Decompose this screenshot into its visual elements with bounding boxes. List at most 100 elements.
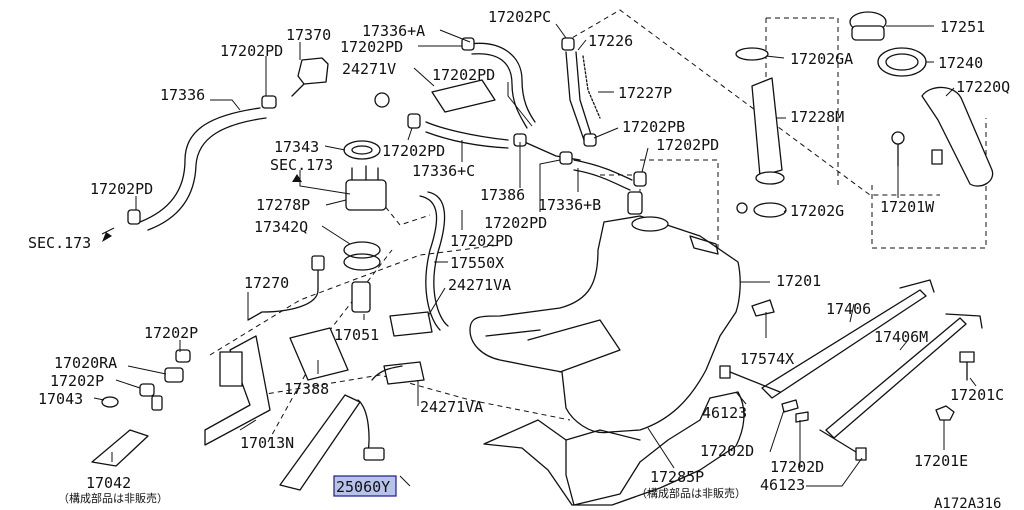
label-17201E[interactable]: 17201E — [914, 452, 968, 470]
cover-24271V — [431, 79, 496, 113]
note-not-sold-separately: （構成部品は非販売） — [636, 486, 746, 500]
label-17202G[interactable]: 17202G — [790, 202, 844, 220]
label-17227P[interactable]: 17227P — [618, 84, 672, 102]
seal-17240 — [877, 47, 927, 77]
label-17202GA[interactable]: 17202GA — [790, 50, 853, 68]
label-17336A[interactable]: 17336+A — [362, 22, 425, 40]
label-46123[interactable]: 46123 — [702, 404, 747, 422]
drawing-code: A172A316 — [934, 496, 1001, 510]
hose-17227P — [582, 55, 601, 119]
label-17228M[interactable]: 17228M — [790, 108, 844, 126]
leader-lines — [93, 23, 977, 487]
label-17202PD[interactable]: 17202PD — [450, 232, 513, 250]
label-17202PD[interactable]: 17202PD — [220, 42, 283, 60]
label-17226[interactable]: 17226 — [588, 32, 633, 50]
label-17202PD[interactable]: 17202PD — [656, 136, 719, 154]
lock-ring-17343 — [343, 140, 381, 160]
label-17202D[interactable]: 17202D — [770, 458, 824, 476]
label-17574X[interactable]: 17574X — [740, 350, 794, 368]
label-17336C[interactable]: 17336+C — [412, 162, 475, 180]
label-17388[interactable]: 17388 — [284, 380, 329, 398]
label-17201C[interactable]: 17201C — [950, 386, 1004, 404]
bolt-17201W — [891, 131, 905, 145]
label-sec173[interactable]: SEC.173 — [270, 156, 333, 174]
note-not-sold-separately: （構成部品は非販売） — [58, 491, 168, 505]
bolt-17201C — [959, 351, 975, 363]
label-17202D[interactable]: 17202D — [700, 442, 754, 460]
nut-17201E — [935, 405, 955, 421]
label-17285P[interactable]: 17285P — [650, 468, 704, 486]
pump-17051 — [351, 281, 371, 313]
clip-17202D-b — [795, 411, 809, 423]
label-17202PB[interactable]: 17202PB — [622, 118, 685, 136]
label-17202P[interactable]: 17202P — [50, 372, 104, 390]
label-24271VA[interactable]: 24271VA — [420, 398, 483, 416]
clamp-17202PD-b — [127, 209, 141, 225]
label-17220Q[interactable]: 17220Q — [956, 78, 1010, 96]
label-17278P[interactable]: 17278P — [256, 196, 310, 214]
label-25060Y[interactable]: 25060Y — [336, 478, 390, 496]
label-17240[interactable]: 17240 — [938, 54, 983, 72]
label-17013N[interactable]: 17013N — [240, 434, 294, 452]
clamp-17202PD-a — [261, 95, 277, 109]
hose-17336A — [469, 42, 536, 123]
packing-17342Q — [343, 241, 381, 259]
label-17386[interactable]: 17386 — [480, 186, 525, 204]
label-17202PC[interactable]: 17202PC — [488, 8, 551, 26]
label-24271V[interactable]: 24271V — [342, 60, 396, 78]
bracket-17013N — [204, 335, 271, 446]
arrow-icon — [292, 174, 302, 182]
parts-artwork — [91, 11, 994, 506]
fuel-tank-17201 — [469, 215, 741, 434]
label-24271VA[interactable]: 24271VA — [448, 276, 511, 294]
pump-module-17278P — [345, 179, 387, 211]
arrow-icon — [102, 232, 112, 242]
filler-neck-17220Q — [921, 86, 994, 187]
label-17336[interactable]: 17336 — [160, 86, 205, 104]
plate-17388 — [289, 327, 349, 381]
tube-17020RA — [164, 367, 184, 383]
bolt-46123-b — [855, 447, 867, 461]
filter-17042 — [91, 429, 149, 467]
label-46123[interactable]: 46123 — [760, 476, 805, 494]
label-17251[interactable]: 17251 — [940, 18, 985, 36]
label-17336B[interactable]: 17336+B — [538, 196, 601, 214]
clip-17202D-a — [781, 399, 799, 413]
label-17201W[interactable]: 17201W — [880, 198, 935, 216]
bolt-46123-a — [719, 365, 731, 379]
label-17020RA[interactable]: 17020RA — [54, 354, 117, 372]
hose-17336B — [573, 159, 633, 181]
label-17202P[interactable]: 17202P — [144, 324, 198, 342]
hose-17336C — [425, 121, 509, 141]
filler-pipe-17228M — [751, 77, 783, 177]
strap-17406M — [825, 317, 967, 439]
clamp-17202GA — [735, 47, 769, 61]
label-17342Q[interactable]: 17342Q — [254, 218, 308, 236]
label-17406M[interactable]: 17406M — [874, 328, 928, 346]
label-17202PD[interactable]: 17202PD — [432, 66, 495, 84]
label-17406[interactable]: 17406 — [826, 300, 871, 318]
label-sec173[interactable]: SEC.173 — [28, 234, 91, 252]
label-17051[interactable]: 17051 — [334, 326, 379, 344]
tube-17550X — [419, 195, 441, 331]
label-17202PD[interactable]: 17202PD — [382, 142, 445, 160]
grommet — [374, 92, 390, 108]
bracket-17574X — [751, 299, 775, 317]
label-17201[interactable]: 17201 — [776, 272, 821, 290]
label-17270[interactable]: 17270 — [244, 274, 289, 292]
label-17202PD[interactable]: 17202PD — [90, 180, 153, 198]
label-17202PD[interactable]: 17202PD — [340, 38, 403, 56]
label-17043[interactable]: 17043 — [38, 390, 83, 408]
patch-24271VA-a — [389, 311, 433, 337]
label-17042[interactable]: 17042 — [86, 474, 131, 492]
label-17343[interactable]: 17343 — [274, 138, 319, 156]
highlight-box — [333, 475, 397, 497]
canister-17370 — [297, 57, 329, 85]
label-17202PD[interactable]: 17202PD — [484, 214, 547, 232]
label-17370[interactable]: 17370 — [286, 26, 331, 44]
label-17550X[interactable]: 17550X — [450, 254, 504, 272]
hose-17336 — [139, 107, 261, 223]
ring-17043 — [101, 396, 119, 408]
harness-17270 — [247, 261, 319, 321]
